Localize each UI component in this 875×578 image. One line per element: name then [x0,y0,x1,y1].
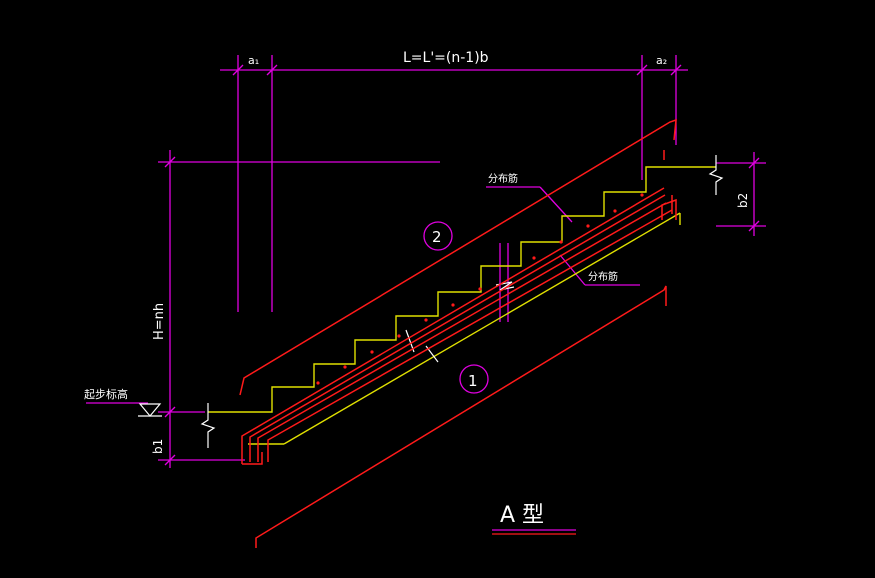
start-elevation-label: 起步标高 [84,387,128,401]
rebars [239,118,677,548]
dimension-lines [86,55,766,531]
labels: L=L'=(n-1)b a₁ a₂ H=nh b1 b2 起步标高 分布筋 分布… [84,50,750,528]
distribution-bar-dots [316,193,644,385]
bar-mark-1: 1 [468,372,478,390]
type-title: A 型 [500,503,544,528]
a2-label: a₂ [656,54,667,67]
stair-profile [208,166,716,445]
bar-mark-2: 2 [432,228,442,246]
a1-label: a₁ [248,54,259,67]
length-label: L=L'=(n-1)b [403,50,489,66]
elevation-triangle-icon [138,403,162,417]
b2-label: b2 [736,193,750,208]
b1-label: b1 [151,439,165,454]
height-label: H=nh [152,303,167,340]
distribution-bar-lower-label: 分布筋 [588,270,618,283]
distribution-bar-upper-label: 分布筋 [488,172,518,185]
